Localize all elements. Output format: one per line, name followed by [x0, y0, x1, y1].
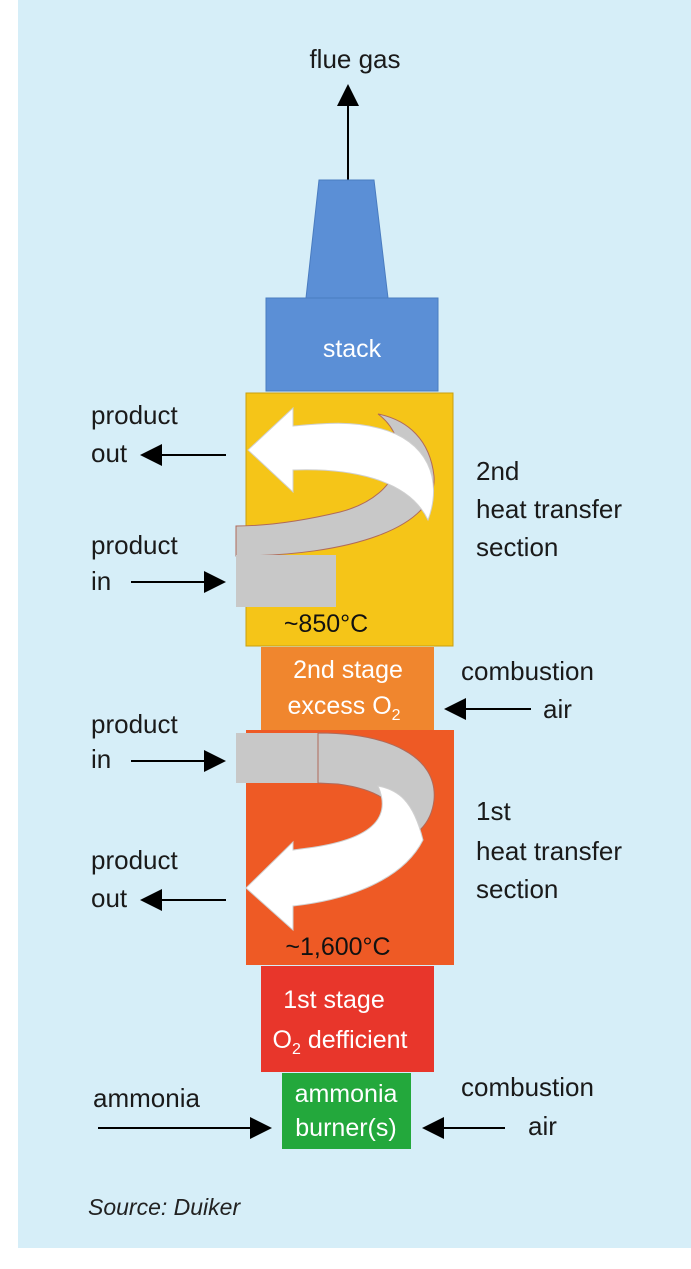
stage-2-block: [261, 647, 434, 730]
burner-line2: burner(s): [295, 1114, 396, 1142]
diagram-panel: flue gas stack ~850°C 2nd stage excess O…: [18, 0, 691, 1248]
product-out-bot-line2: out: [91, 883, 128, 913]
chimney: [305, 179, 389, 299]
flow-arrow-white-bot: [245, 785, 424, 932]
product-in-top-line1: product: [91, 530, 178, 560]
furnace-diagram: flue gas stack ~850°C 2nd stage excess O…: [91, 44, 622, 1149]
section-2-line3: section: [476, 532, 558, 562]
section-1-line2: heat transfer: [476, 836, 622, 866]
flow-band-gray-top-inlet: [236, 555, 336, 607]
stage-1-deficient: defficient: [301, 1026, 408, 1054]
burner-line1: ammonia: [295, 1080, 398, 1108]
combustion-air-bot-line2: air: [528, 1111, 557, 1141]
product-in-bot-line2: in: [91, 744, 111, 774]
flow-arrow-white-top: [247, 406, 435, 522]
combustion-air-top-line1: combustion: [461, 656, 594, 686]
stage-2-line1: 2nd stage: [293, 656, 403, 684]
stack-block: [265, 297, 439, 392]
combustion-air-top-line2: air: [543, 694, 572, 724]
section-1-line1: 1st: [476, 796, 511, 826]
stage-1-line2: O2 defficient: [273, 1026, 408, 1058]
stage-1-o: O: [273, 1026, 292, 1054]
product-out-top-line2: out: [91, 438, 128, 468]
temp-bot-label: ~1,600°C: [285, 933, 390, 961]
stage-1-subscript: 2: [292, 1041, 301, 1058]
product-in-top-line2: in: [91, 566, 111, 596]
section-2-line1: 2nd: [476, 456, 519, 486]
product-out-top-line1: product: [91, 400, 178, 430]
section-1-line3: section: [476, 874, 558, 904]
combustion-air-bot-line1: combustion: [461, 1072, 594, 1102]
source-caption: Source: Duiker: [88, 1194, 241, 1220]
ammonia-label: ammonia: [93, 1083, 200, 1113]
product-in-bot-line1: product: [91, 709, 178, 739]
stage-2-line2: excess O2: [287, 692, 400, 724]
stage-2-excess: excess O: [287, 692, 391, 720]
section-2-line2: heat transfer: [476, 494, 622, 524]
burner-block: [282, 1073, 411, 1149]
stage-1-line1: 1st stage: [283, 986, 384, 1014]
temp-top-label: ~850°C: [284, 610, 368, 638]
stage-1-block: [261, 966, 434, 1072]
flow-band-gray-top: [235, 413, 435, 557]
product-out-bot-line1: product: [91, 845, 178, 875]
stage-2-subscript: 2: [392, 707, 401, 724]
flue-gas-label: flue gas: [309, 44, 400, 74]
stack-label: stack: [323, 335, 382, 363]
